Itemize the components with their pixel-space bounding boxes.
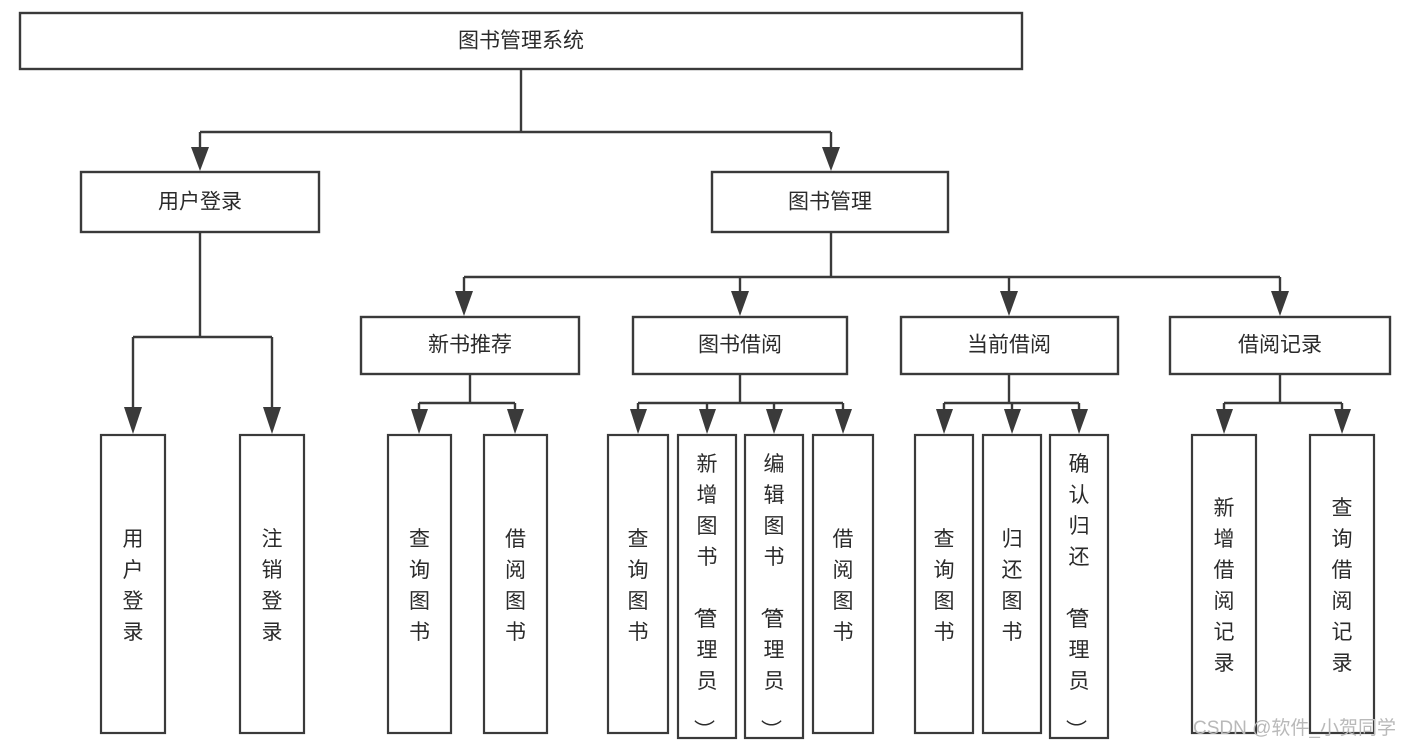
- connector-layer: [124, 69, 1351, 434]
- node-leaf-query-book-2[interactable]: 查询图书: [606, 433, 670, 735]
- node-leaf-edit-book-admin-label: 编辑图书（管理员）: [759, 453, 785, 740]
- node-leaf-logout[interactable]: 注销登录: [238, 433, 306, 735]
- node-user-login-box[interactable]: [79, 170, 321, 234]
- node-leaf-query-book-1-box[interactable]: [386, 433, 453, 735]
- node-leaf-query-book-3-label: 查询图书: [934, 528, 955, 644]
- node-leaf-edit-book-admin[interactable]: 编辑图书（管理员）: [743, 433, 805, 740]
- node-leaf-query-book-1[interactable]: 查询图书: [386, 433, 453, 735]
- arrow-head-user-login: [191, 147, 209, 171]
- node-leaf-confirm-return-admin-box[interactable]: [1048, 433, 1110, 740]
- node-leaf-query-borrow-record-label: 查询借阅记录: [1332, 497, 1353, 675]
- node-leaf-query-book-3-box[interactable]: [913, 433, 975, 735]
- node-leaf-borrow-book-1[interactable]: 借阅图书: [482, 433, 549, 735]
- node-book-borrow[interactable]: 图书借阅: [631, 315, 849, 376]
- node-book-manage-box[interactable]: [710, 170, 950, 234]
- node-leaf-query-book-3[interactable]: 查询图书: [913, 433, 975, 735]
- arrow-head-leaf-query-book-1: [411, 409, 428, 434]
- node-current-borrow[interactable]: 当前借阅: [899, 315, 1120, 376]
- arrow-head-leaf-borrow-book-2: [835, 409, 852, 434]
- node-leaf-query-book-1-label: 查询图书: [409, 528, 430, 644]
- node-leaf-query-borrow-record-box[interactable]: [1308, 433, 1376, 735]
- node-user-login[interactable]: 用户登录: [79, 170, 321, 234]
- node-leaf-borrow-book-2-label: 借阅图书: [833, 528, 854, 644]
- arrow-head-leaf-user-login: [124, 407, 142, 434]
- arrow-head-borrow-record: [1271, 291, 1289, 316]
- arrow-head-leaf-borrow-book-1: [507, 409, 524, 434]
- node-leaf-edit-book-admin-box[interactable]: [743, 433, 805, 740]
- node-leaf-add-borrow-record-label: 新增借阅记录: [1214, 497, 1235, 675]
- node-borrow-record-box[interactable]: [1168, 315, 1392, 376]
- node-leaf-add-borrow-record[interactable]: 新增借阅记录: [1190, 433, 1258, 735]
- node-leaf-logout-box[interactable]: [238, 433, 306, 735]
- leaf-node-layer: 用户登录 注销登录 查询图书 借阅图书 查询图书 新增图书（管理员） 编辑图书（管理员） 借阅…: [99, 433, 1376, 740]
- node-leaf-borrow-book-1-box[interactable]: [482, 433, 549, 735]
- node-leaf-query-borrow-record[interactable]: 查询借阅记录: [1308, 433, 1376, 735]
- node-new-book-recommend-box[interactable]: [359, 315, 581, 376]
- node-leaf-return-book-label: 归还图书: [1002, 528, 1023, 644]
- node-leaf-borrow-book-2-box[interactable]: [811, 433, 875, 735]
- node-leaf-user-login[interactable]: 用户登录: [99, 433, 167, 735]
- node-leaf-logout-label: 注销登录: [262, 528, 283, 644]
- arrow-head-book-manage: [822, 147, 840, 171]
- node-book-manage[interactable]: 图书管理: [710, 170, 950, 234]
- node-leaf-user-login-box[interactable]: [99, 433, 167, 735]
- arrow-head-leaf-query-book-2: [630, 409, 647, 434]
- node-user-login-label: 用户登录: [158, 191, 242, 214]
- node-leaf-borrow-book-1-label: 借阅图书: [505, 528, 526, 644]
- arrow-head-leaf-query-book-3: [936, 409, 953, 434]
- node-leaf-query-book-2-label: 查询图书: [628, 528, 649, 644]
- arrow-head-book-borrow: [731, 291, 749, 316]
- node-root-box[interactable]: [18, 11, 1024, 71]
- arrow-head-leaf-add-book-admin: [699, 409, 716, 434]
- node-leaf-query-book-2-box[interactable]: [606, 433, 670, 735]
- node-leaf-return-book[interactable]: 归还图书: [981, 433, 1043, 735]
- node-leaf-add-book-admin[interactable]: 新增图书（管理员）: [676, 433, 738, 740]
- node-leaf-confirm-return-admin[interactable]: 确认归还（管理员）: [1048, 433, 1110, 740]
- node-leaf-borrow-book-2[interactable]: 借阅图书: [811, 433, 875, 735]
- arrow-head-new-book-recommend: [455, 291, 473, 316]
- node-leaf-confirm-return-admin-label: 确认归还（管理员）: [1064, 453, 1090, 740]
- arrow-head-leaf-logout: [263, 407, 281, 434]
- arrow-head-leaf-edit-book-admin: [766, 409, 783, 434]
- arrow-head-leaf-return-book: [1004, 409, 1021, 434]
- node-leaf-add-book-admin-box[interactable]: [676, 433, 738, 740]
- node-current-borrow-box[interactable]: [899, 315, 1120, 376]
- node-new-book-recommend-label: 新书推荐: [428, 334, 512, 357]
- node-leaf-return-book-box[interactable]: [981, 433, 1043, 735]
- arrow-head-current-borrow: [1000, 291, 1018, 316]
- node-book-manage-label: 图书管理: [788, 191, 872, 214]
- arrow-head-leaf-add-borrow-record: [1216, 409, 1233, 434]
- node-borrow-record[interactable]: 借阅记录: [1168, 315, 1392, 376]
- node-current-borrow-label: 当前借阅: [967, 334, 1051, 357]
- arrow-head-leaf-query-borrow-record: [1334, 409, 1351, 434]
- node-root-label: 图书管理系统: [458, 30, 584, 53]
- node-root[interactable]: 图书管理系统: [18, 11, 1024, 71]
- node-book-borrow-box[interactable]: [631, 315, 849, 376]
- arrow-head-leaf-confirm-return-admin: [1071, 409, 1088, 434]
- node-new-book-recommend[interactable]: 新书推荐: [359, 315, 581, 376]
- node-leaf-user-login-label: 用户登录: [123, 528, 144, 644]
- node-leaf-add-book-admin-label: 新增图书（管理员）: [692, 453, 718, 740]
- node-book-borrow-label: 图书借阅: [698, 334, 782, 357]
- node-leaf-add-borrow-record-box[interactable]: [1190, 433, 1258, 735]
- node-borrow-record-label: 借阅记录: [1238, 334, 1322, 357]
- csdn-watermark: CSDN @软件_小贺同学: [1193, 717, 1396, 739]
